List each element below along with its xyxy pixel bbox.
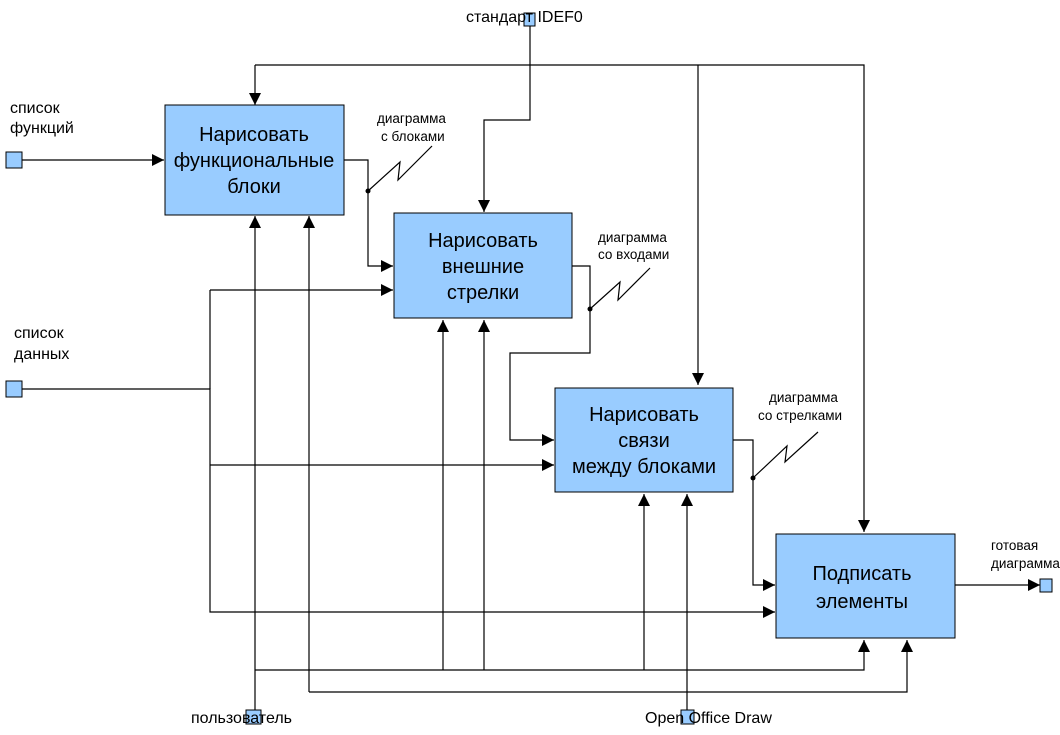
port-input-data[interactable] [5,380,23,398]
block2-line1: Нарисовать [428,230,538,252]
mechanism-arrows [249,216,913,710]
block1-line1: Нарисовать [199,124,309,146]
label-result-line1: готовая [991,538,1038,553]
block2-line2: внешние [442,256,524,278]
flow-arrows [344,159,1040,591]
label-with-arrows-line1: диаграмма [769,390,838,405]
block3-line1: Нарисовать [589,404,699,426]
label-tool: Open Office Draw [645,710,772,727]
label-data-line1: список [14,325,65,342]
block4-line2: элементы [816,591,908,613]
block4-line1: Подписать [813,563,912,585]
block1-line2: функциональные [174,150,335,172]
label-user: пользователь [191,710,292,727]
block-draw-functional-blocks[interactable]: Нарисовать функциональные блоки [164,104,345,216]
label-connectors [365,145,819,481]
control-arrows [249,18,870,532]
label-with-inputs-line1: диаграмма [598,230,667,245]
label-with-blocks-line2: с блоками [381,129,445,144]
label-with-inputs-line2: со входами [598,247,669,262]
input-arrows [22,154,775,618]
block-draw-links[interactable]: Нарисовать связи между блоками [554,387,734,493]
port-input-functions[interactable] [5,151,23,169]
port-output-result[interactable] [1039,578,1053,593]
block3-line3: между блоками [572,456,716,478]
label-with-arrows-line2: со стрелками [758,408,842,423]
label-data-line2: данных [14,346,69,363]
label-functions-line2: функций [10,120,74,137]
port-control-standard[interactable] [523,12,536,27]
port-mechanism-tool[interactable] [680,709,695,725]
label-functions-line1: список [10,100,61,117]
label-standard: стандарт IDEF0 [466,9,583,26]
block1-line3: блоки [227,176,281,198]
label-with-blocks-line1: диаграмма [377,111,446,126]
label-result-line2: диаграмма [991,556,1060,571]
block-draw-external-arrows[interactable]: Нарисовать внешние стрелки [393,212,573,319]
block-label-elements[interactable]: Подписать элементы [775,533,956,639]
port-mechanism-user[interactable] [245,709,262,725]
block3-line2: связи [618,430,670,452]
block2-line3: стрелки [447,282,519,304]
